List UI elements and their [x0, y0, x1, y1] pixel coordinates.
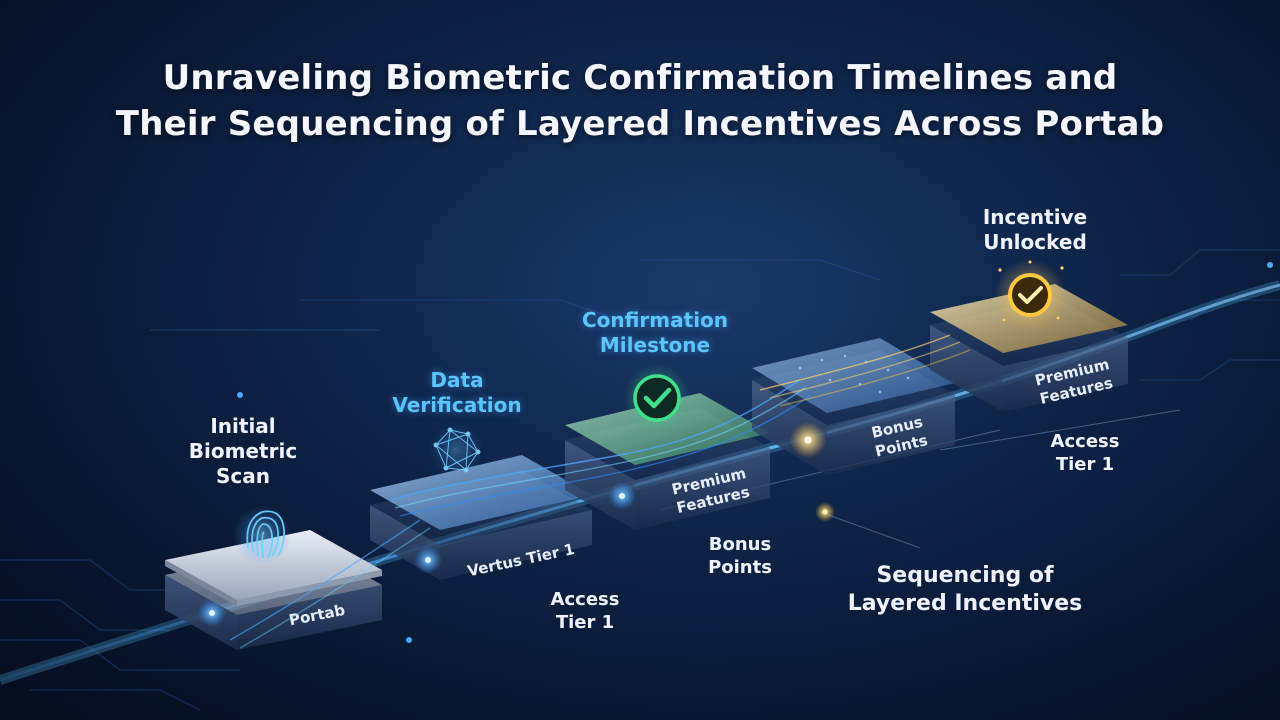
annotation-access-tier-upper: Access Tier 1	[1050, 431, 1120, 475]
timeline-nodes	[198, 422, 835, 627]
stage-label-data-verification: Data Verification	[392, 368, 522, 417]
annotation-sequencing: Sequencing of Layered Incentives	[847, 563, 1083, 616]
stage-label-incentive-unlocked: Incentive Unlocked	[982, 205, 1088, 254]
annotation-access-tier-lower: Access Tier 1	[550, 589, 620, 633]
neural-network-icon	[428, 422, 484, 478]
circuit-node	[237, 392, 243, 398]
platform-vertus-tier-1: Vertus Tier 1	[370, 455, 592, 580]
platform-bonus-points: Bonus Points	[752, 338, 955, 475]
circuit-lines	[0, 249, 1280, 711]
page-title: Unraveling Biometric Confirmation Timeli…	[0, 55, 1280, 147]
circuit-node	[406, 637, 412, 643]
title-line-1: Unraveling Biometric Confirmation Timeli…	[162, 58, 1118, 98]
circuit-node	[1267, 262, 1273, 268]
title-line-2: Their Sequencing of Layered Incentives A…	[115, 104, 1165, 144]
fingerprint-icon	[232, 505, 292, 565]
stage-label-initial-biometric-scan: Initial Biometric Scan	[188, 414, 298, 488]
platform-portab: Portab	[165, 530, 382, 650]
data-streams	[229, 334, 971, 649]
stage-label-confirmation-milestone: Confirmation Milestone	[581, 308, 729, 357]
gold-check-icon	[994, 259, 1066, 331]
annotation-bonus-points-lower: Bonus Points	[708, 534, 772, 578]
green-check-icon	[623, 364, 691, 432]
particle-layer-icon	[798, 354, 910, 394]
